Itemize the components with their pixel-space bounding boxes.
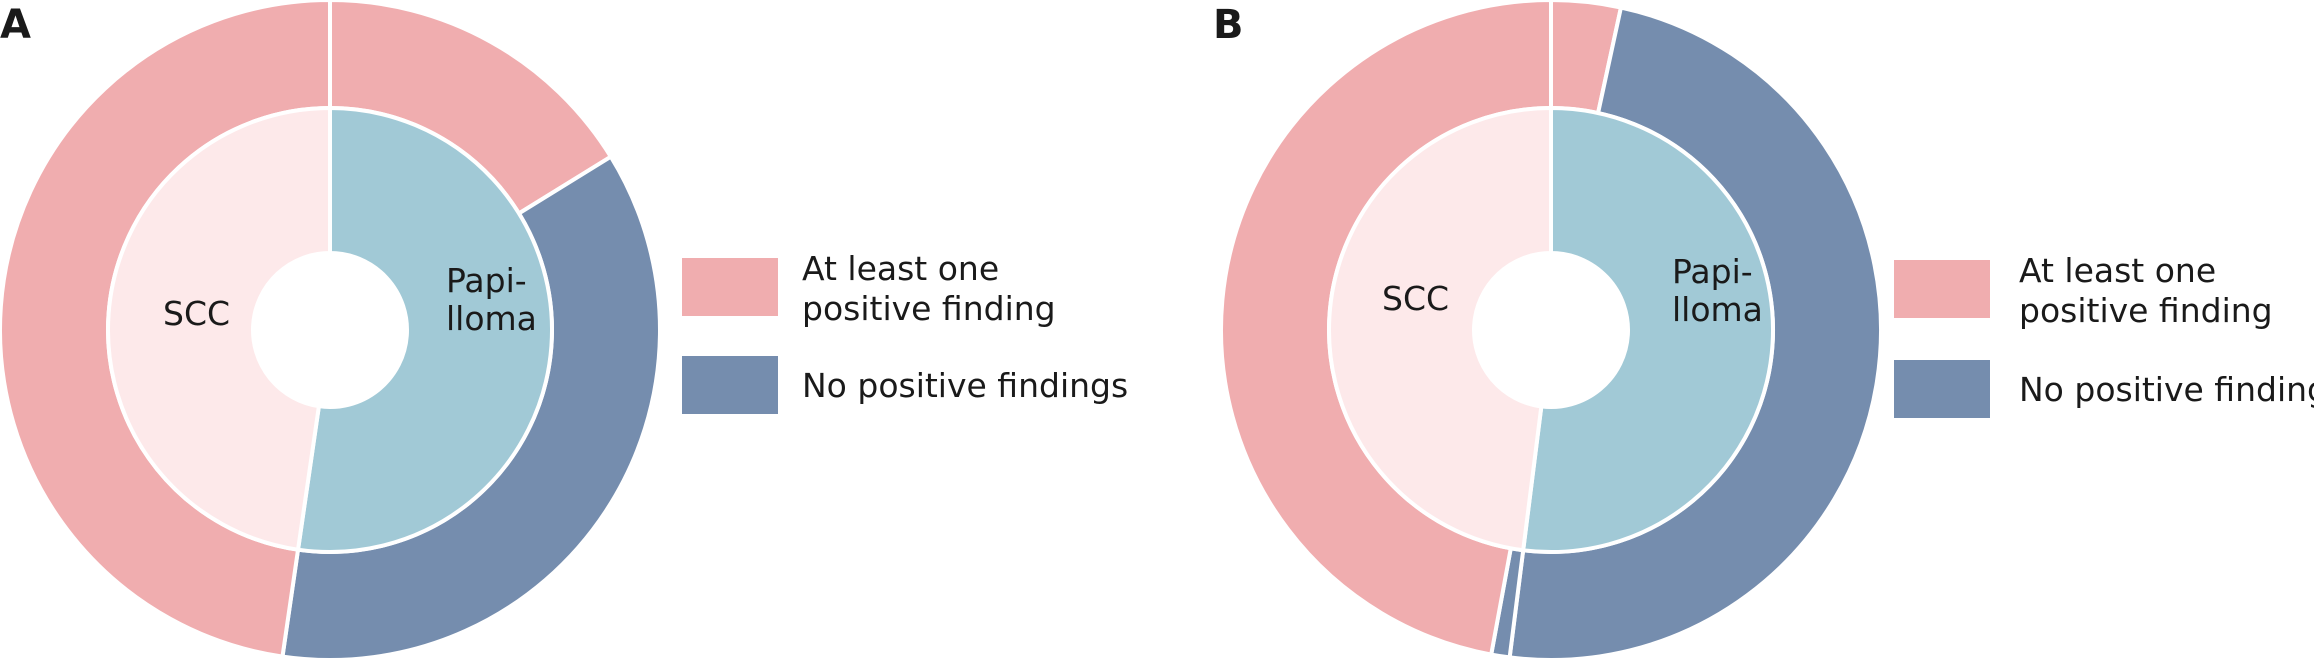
panel-b-inner-slice-papilloma [1520,105,1775,554]
panel-b-letter: B [1213,2,1244,48]
panel-b-inner-labels: Papi-lloma SCC [1382,252,1763,329]
panel-a-inner-slice-papilloma [295,105,554,554]
panel-b-inner-ring [1327,105,1775,554]
panel-b-label-papilloma: Papi-lloma [1672,252,1763,329]
panel-b-outer-ring [1219,0,1883,661]
panel-a-inner-slice-scc [106,105,332,552]
panel-b-label-scc: SCC [1382,279,1449,318]
panel-a-legend-swatch-at-least-one-positive-finding [682,258,778,316]
panel-b-legend-swatch-at-least-one-positive-finding [1894,260,1990,318]
panel-a-letter: A [0,2,31,48]
panel-a-label-scc: SCC [163,294,230,333]
panel-b-legend-label-no-positive-findings: No positive findings [2019,370,2314,409]
panel-a-legend-label-no-positive-findings: No positive findings [802,366,1128,405]
panel-a-legend-swatch-no-positive-findings [682,356,778,414]
panel-a-inner-ring [106,105,554,554]
panel-a-label-papilloma: Papi-lloma [446,261,537,338]
panel-b-legend-swatch-no-positive-findings [1894,360,1990,418]
panel-a-outer-ring [0,0,662,661]
panel-b-inner-slice-scc [1327,105,1553,553]
panel-a-inner-labels: Papi-lloma SCC [163,261,537,338]
